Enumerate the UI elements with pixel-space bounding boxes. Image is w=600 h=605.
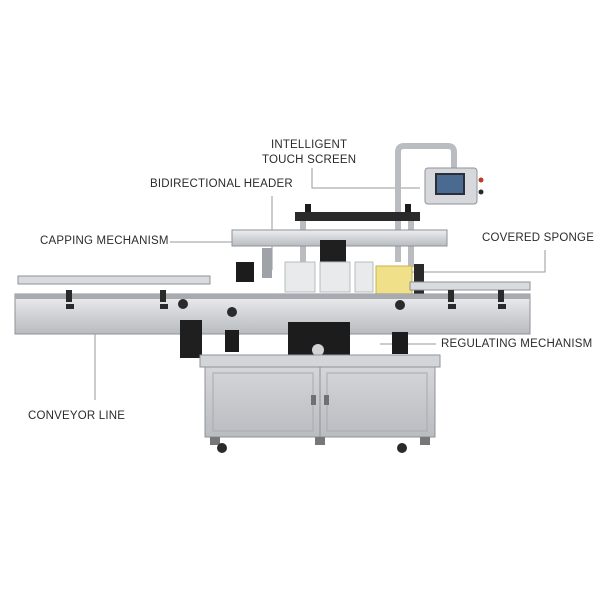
regulating-mechanism [225, 322, 408, 358]
motor [180, 320, 202, 358]
label-touch-screen: INTELLIGENT TOUCH SCREEN [262, 138, 356, 168]
label-bidirectional-header: BIDIRECTIONAL HEADER [150, 178, 293, 190]
screen-arm [395, 143, 457, 262]
bottles [284, 261, 374, 293]
covered-sponge [375, 265, 413, 295]
sponge-leader [412, 250, 546, 273]
touch-screen-unit [424, 167, 484, 205]
touch-screen-leader [311, 168, 420, 189]
label-conveyor-line: CONVEYOR LINE [28, 410, 126, 422]
label-touch-screen-line1: INTELLIGENT [270, 139, 348, 151]
conveyor [14, 275, 531, 335]
cabinet [199, 354, 441, 453]
label-capping-mechanism: CAPPING MECHANISM [40, 235, 169, 247]
label-touch-screen-line2: TOUCH SCREEN [262, 154, 357, 166]
label-covered-sponge: COVERED SPONGE [482, 232, 595, 244]
label-regulating-mechanism: REGULATING MECHANISM [441, 338, 593, 350]
